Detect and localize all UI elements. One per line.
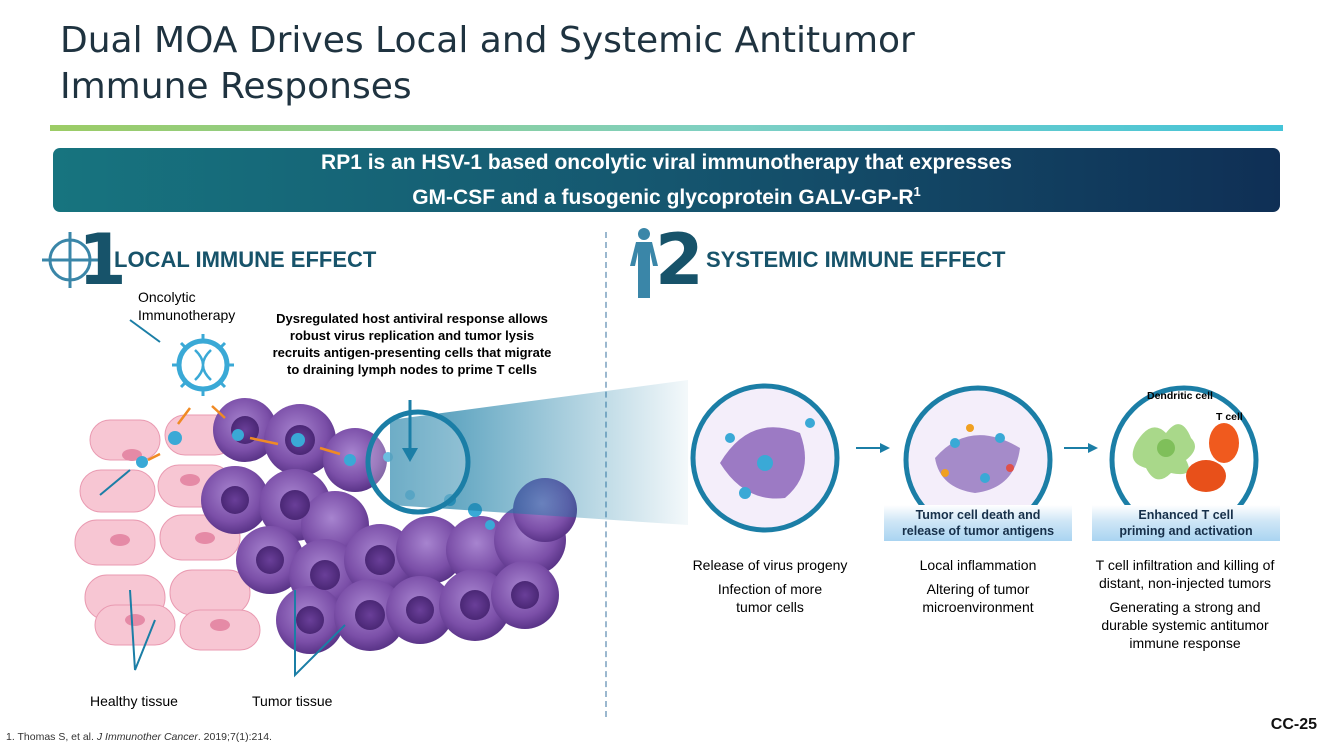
page-number: CC-25 bbox=[1270, 716, 1317, 733]
summary-banner: RP1 is an HSV-1 based oncolytic viral im… bbox=[53, 148, 1280, 212]
t-cell-label: T cell bbox=[1216, 411, 1243, 423]
step-1-text: Release of virus progeny Infection of mo… bbox=[692, 557, 848, 615]
tcell-priming-circle bbox=[1109, 385, 1259, 535]
systemic-effect-heading: SYSTEMIC IMMUNE EFFECT bbox=[706, 247, 1006, 272]
zoom-beam bbox=[390, 380, 688, 525]
tissue-illustration bbox=[74, 319, 688, 678]
human-figure-icon bbox=[630, 228, 658, 298]
section-2-number: 2 bbox=[655, 219, 704, 301]
banner-line-1: RP1 is an HSV-1 based oncolytic viral im… bbox=[321, 151, 1012, 174]
title-line-1: Dual MOA Drives Local and Systemic Antit… bbox=[60, 20, 915, 61]
mechanism-callout: Dysregulated host antiviral response all… bbox=[272, 311, 552, 377]
arrow-right-icon bbox=[856, 443, 890, 453]
title-underline bbox=[50, 125, 1283, 131]
step-3-text: T cell infiltration and killing of dista… bbox=[1095, 557, 1275, 651]
label-pointers bbox=[99, 319, 346, 678]
crosshair-icon bbox=[42, 232, 98, 288]
zoom-circle bbox=[365, 409, 471, 515]
step-2-text: Local inflammation Altering of tumor mic… bbox=[919, 557, 1037, 615]
progeny-circle bbox=[690, 383, 840, 533]
healthy-cells bbox=[74, 414, 261, 651]
reference-footnote: 1. Thomas S, et al. J Immunother Cancer.… bbox=[6, 731, 272, 743]
virus-icon bbox=[172, 334, 234, 396]
section-1-number: 1 bbox=[78, 219, 127, 301]
healthy-tissue-label: Healthy tissue bbox=[90, 693, 178, 709]
local-effect-heading: LOCAL IMMUNE EFFECT bbox=[114, 247, 377, 272]
slide-title: Dual MOA Drives Local and Systemic Antit… bbox=[60, 18, 1060, 110]
arrow-right-icon-2 bbox=[1064, 443, 1098, 453]
banner-footnote-ref: 1 bbox=[913, 184, 921, 199]
oncolytic-label: Oncolytic Immunotherapy bbox=[138, 289, 236, 323]
infection-arrows bbox=[147, 405, 341, 462]
tumor-tissue-label: Tumor tissue bbox=[252, 693, 333, 709]
dendritic-cell-label: Dendritic cell bbox=[1147, 390, 1213, 402]
tumor-death-band: Tumor cell death and release of tumor an… bbox=[884, 505, 1072, 541]
title-line-2: Immune Responses bbox=[60, 66, 412, 107]
tcell-priming-band: Enhanced T cell priming and activation bbox=[1092, 505, 1280, 541]
inflammation-circle bbox=[903, 385, 1053, 535]
banner-line-2: GM-CSF and a fusogenic glycoprotein GALV… bbox=[412, 184, 921, 209]
